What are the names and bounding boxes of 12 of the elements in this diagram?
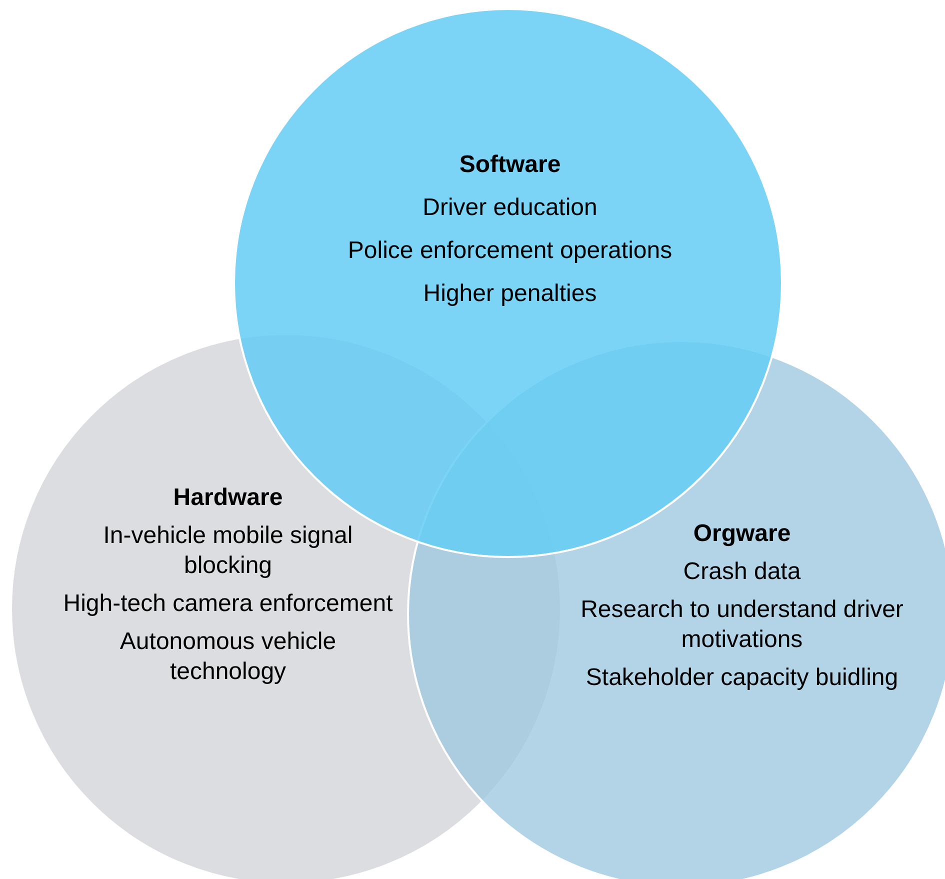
list-item: Crash data — [683, 557, 801, 587]
list-item: Research to understand driver motivations — [580, 595, 904, 655]
circle-heading: Hardware — [173, 483, 283, 513]
list-item: Police enforcement operations — [348, 236, 672, 266]
circle-heading: Software — [459, 150, 561, 180]
list-item: In-vehicle mobile signal blocking — [102, 521, 354, 581]
circle-heading: Orgware — [693, 519, 791, 549]
list-item: Autonomous vehicle technology — [118, 627, 338, 687]
list-item: Stakeholder capacity buidling — [586, 663, 898, 693]
list-item: High-tech camera enforcement — [63, 589, 393, 619]
list-item: Driver education — [422, 193, 598, 223]
list-item: Higher penalties — [423, 279, 597, 309]
